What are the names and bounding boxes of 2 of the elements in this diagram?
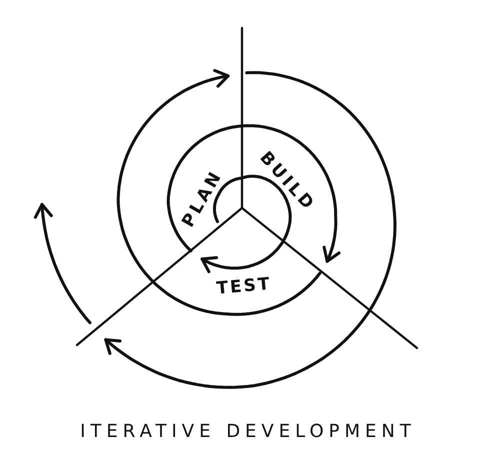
phase-label: TEST <box>216 276 272 298</box>
caption: ITERATIVE DEVELOPMENT <box>80 423 416 441</box>
